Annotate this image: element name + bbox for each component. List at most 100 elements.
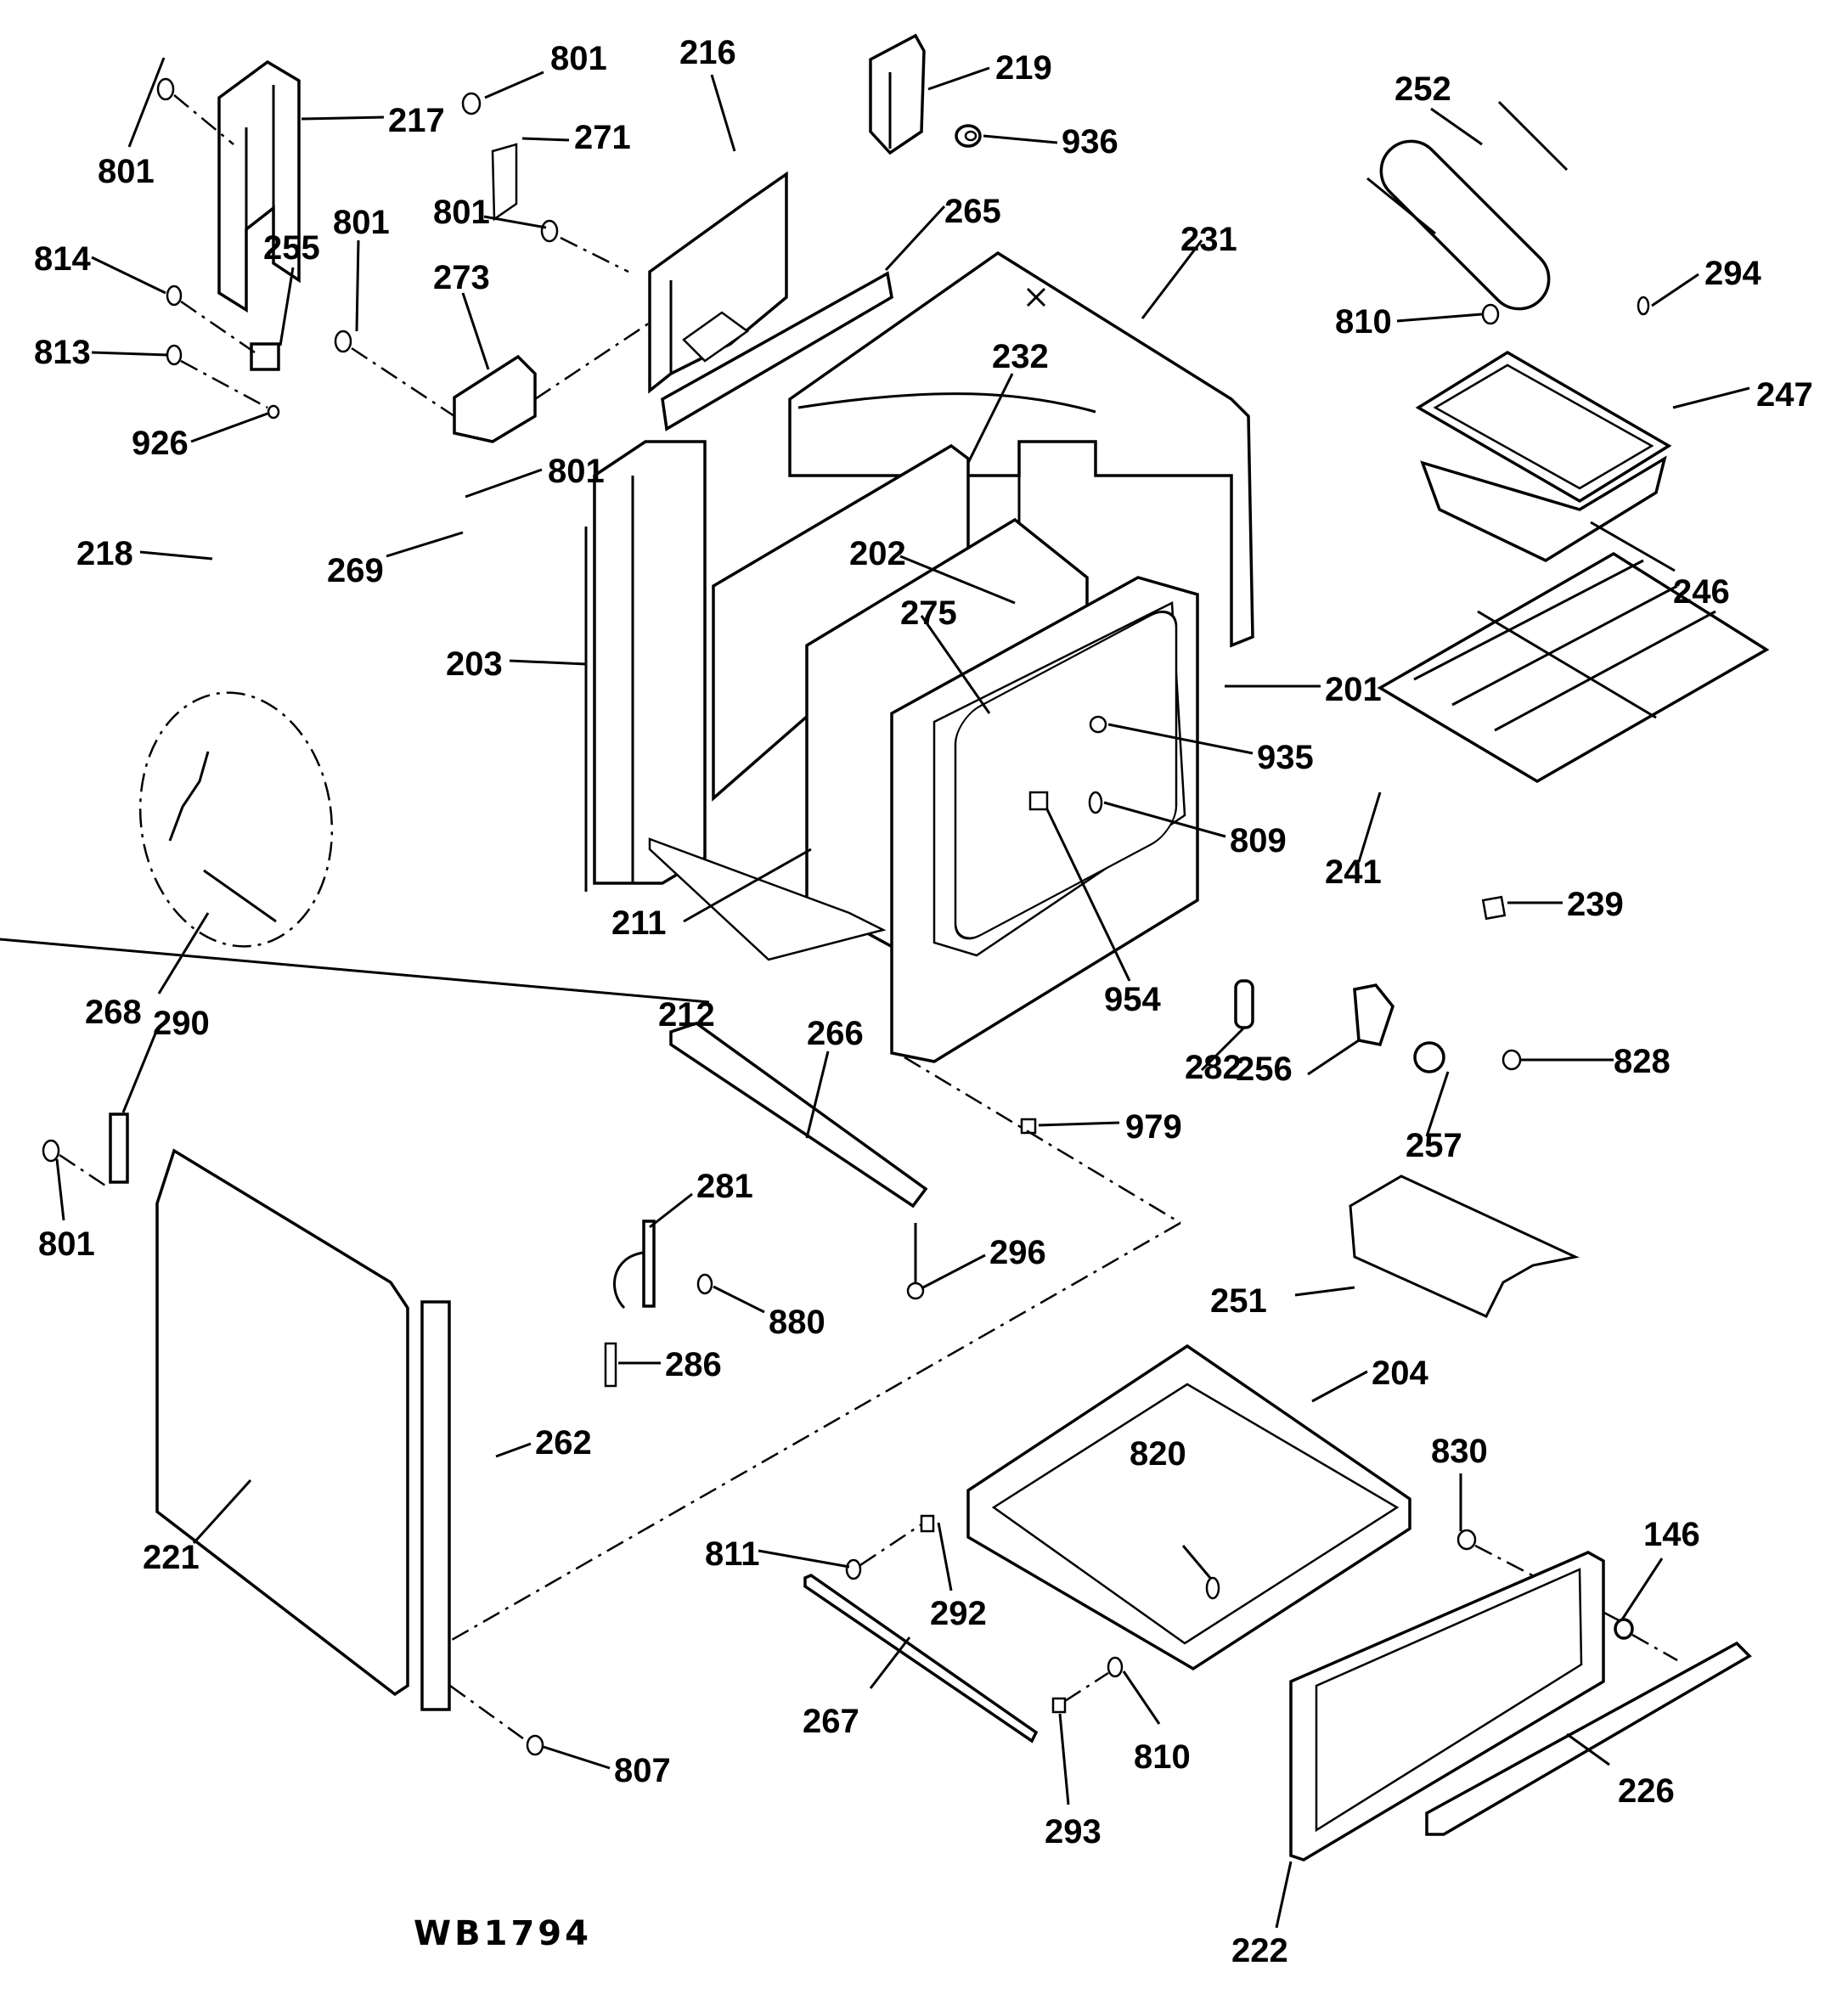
part-275-door-gasket	[954, 611, 1178, 940]
callout-202: 202	[849, 535, 906, 572]
callout-217: 217	[388, 102, 445, 139]
callout-801-e: 801	[548, 453, 605, 490]
callout-232: 232	[992, 338, 1049, 375]
part-146-bumper	[1614, 1618, 1678, 1662]
part-801-screw-d	[334, 330, 455, 418]
part-814-screw	[166, 284, 256, 354]
callout-257: 257	[1406, 1127, 1462, 1164]
callout-201: 201	[1325, 671, 1382, 708]
part-222-drawer-front	[1289, 1551, 1605, 1862]
callout-216: 216	[679, 34, 736, 71]
part-954-clip	[1028, 791, 1049, 811]
callout-212: 212	[658, 996, 715, 1034]
part-226-trim-strip	[1425, 1641, 1752, 1836]
part-216-top-bracket	[648, 171, 788, 394]
callout-271: 271	[574, 119, 631, 156]
callout-801-a: 801	[98, 153, 155, 190]
part-255-terminal-block	[250, 342, 280, 371]
part-296-screw	[906, 1223, 925, 1300]
part-294-clip	[1637, 296, 1650, 316]
callout-226: 226	[1618, 1772, 1675, 1810]
part-217-side-bracket	[217, 59, 301, 313]
part-204-drawer	[966, 1343, 1411, 1671]
part-801-screw-c	[540, 219, 629, 273]
part-801-screw-a	[156, 77, 234, 145]
callout-813: 813	[34, 334, 91, 371]
part-292-clip	[920, 1514, 935, 1533]
callout-801-b: 801	[550, 40, 607, 77]
part-290-bracket	[109, 1113, 129, 1184]
callout-290: 290	[153, 1005, 210, 1042]
callout-211: 211	[611, 904, 667, 942]
callout-807: 807	[614, 1752, 671, 1789]
part-820-screw	[1205, 1576, 1220, 1600]
callout-265: 265	[944, 193, 1001, 230]
part-266-rail	[669, 1022, 928, 1208]
callout-293: 293	[1045, 1813, 1101, 1850]
part-282-sensor	[1234, 979, 1254, 1029]
part-810-screw-b	[1107, 1656, 1124, 1678]
callout-979: 979	[1125, 1108, 1182, 1146]
part-979-clip	[445, 1056, 1181, 1645]
callout-239: 239	[1567, 886, 1624, 923]
callout-954: 954	[1104, 981, 1161, 1018]
callout-231: 231	[1180, 221, 1237, 258]
part-273-deflector	[453, 321, 651, 443]
part-219-bracket	[869, 33, 926, 155]
callout-936: 936	[1062, 123, 1118, 161]
callout-267: 267	[803, 1703, 859, 1740]
part-281-hinge	[612, 1220, 656, 1310]
part-251-bake-element	[1349, 1174, 1580, 1318]
part-257-bulb	[1413, 1041, 1445, 1073]
part-801-screw-b	[461, 92, 482, 115]
part-828-screw	[1502, 1049, 1522, 1071]
callout-246: 246	[1673, 573, 1730, 611]
callout-292: 292	[930, 1595, 987, 1632]
callout-275: 275	[900, 594, 957, 632]
part-211-212-bottom	[648, 837, 887, 961]
part-268-wiring-detail	[138, 691, 334, 948]
part-811-screw	[845, 1523, 922, 1580]
part-246-broiler-pan	[1420, 455, 1667, 562]
callout-247: 247	[1756, 376, 1813, 414]
leader-lines	[0, 57, 1750, 1929]
callout-286: 286	[665, 1346, 722, 1383]
callout-256: 256	[1236, 1051, 1293, 1088]
callout-801-d: 801	[333, 204, 390, 241]
callout-828: 828	[1614, 1043, 1671, 1080]
callout-810-b: 810	[1134, 1738, 1191, 1776]
part-221-side-panel	[155, 1148, 409, 1697]
part-252-broil-element	[1366, 100, 1569, 311]
callout-814: 814	[34, 240, 91, 278]
part-267-drawer-rail	[803, 1574, 1039, 1743]
callout-880: 880	[769, 1304, 825, 1341]
callout-266: 266	[807, 1015, 864, 1052]
part-293-clip	[1051, 1671, 1109, 1714]
callout-820: 820	[1130, 1435, 1186, 1473]
callout-282: 282	[1185, 1049, 1242, 1086]
callout-241: 241	[1325, 853, 1382, 891]
part-241-oven-rack	[1377, 551, 1770, 784]
part-247-broiler-grid	[1415, 350, 1672, 504]
callout-262: 262	[535, 1424, 592, 1462]
part-265-strip	[661, 271, 893, 431]
part-935-nut	[1089, 715, 1107, 734]
part-231-outer-cabinet	[788, 251, 1254, 648]
callout-830: 830	[1431, 1433, 1488, 1470]
callout-296: 296	[989, 1234, 1046, 1271]
part-813-screw	[166, 344, 268, 409]
part-286-pin	[604, 1342, 617, 1388]
callout-203: 203	[446, 645, 503, 683]
callout-218: 218	[76, 535, 133, 572]
callout-221: 221	[143, 1539, 200, 1576]
part-880-screw	[696, 1273, 713, 1295]
callout-809: 809	[1230, 822, 1287, 859]
part-239-plate	[1481, 895, 1507, 921]
callout-255: 255	[263, 229, 320, 267]
callout-252: 252	[1394, 70, 1451, 108]
callout-251: 251	[1210, 1282, 1267, 1320]
callout-926: 926	[132, 425, 189, 462]
callout-281: 281	[696, 1168, 753, 1205]
part-926-nut	[267, 404, 280, 420]
